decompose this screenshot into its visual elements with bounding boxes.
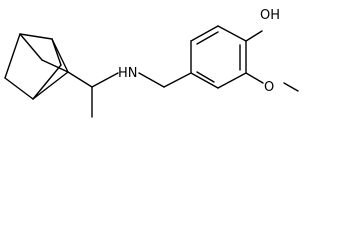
bond	[138, 72, 165, 88]
bond	[4, 77, 34, 100]
bond	[91, 72, 119, 88]
hydroxyl-label: OH	[260, 8, 280, 23]
bond	[245, 30, 263, 42]
ethylamine-linker	[67, 71, 192, 118]
molecule-drawing: OH O HN	[4, 8, 299, 118]
bond	[217, 72, 247, 89]
bond	[41, 59, 69, 73]
methoxy-oxygen-label: O	[264, 80, 274, 95]
bond	[190, 72, 219, 89]
benzene-ring	[190, 25, 247, 89]
bond	[19, 33, 53, 40]
bond	[67, 71, 93, 88]
structure-diagram: OH O HN	[4, 8, 299, 118]
bond	[51, 38, 62, 66]
substituents	[245, 30, 299, 92]
bond	[283, 82, 299, 92]
bond	[32, 64, 62, 100]
bond	[163, 72, 192, 88]
bond	[190, 25, 219, 42]
double-bond	[196, 31, 219, 45]
bond	[217, 25, 247, 42]
bond	[4, 33, 21, 79]
bond	[19, 33, 43, 61]
norbornane-cage	[4, 33, 69, 100]
amine-label: HN	[118, 66, 138, 81]
bond	[32, 71, 69, 100]
double-bond	[196, 71, 215, 83]
bond	[245, 72, 264, 84]
bond	[51, 38, 69, 73]
